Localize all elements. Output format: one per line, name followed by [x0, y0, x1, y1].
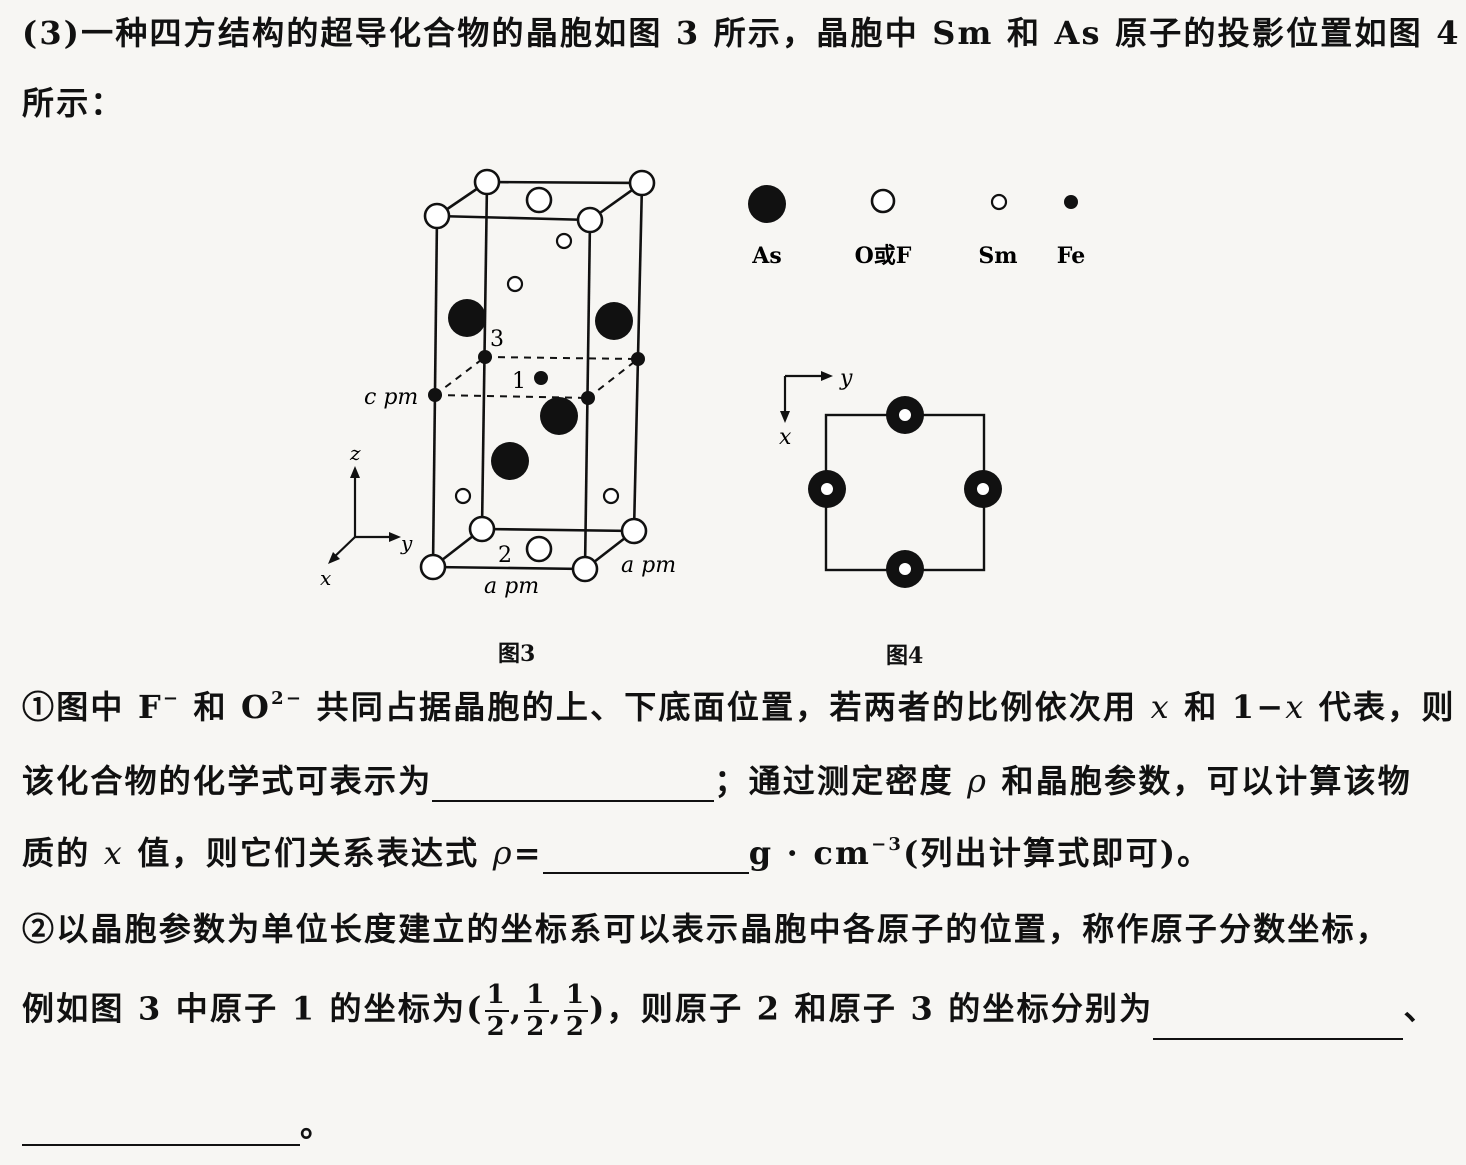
- o-f-atom: [423, 202, 451, 230]
- axis-x-label: x: [320, 566, 331, 590]
- o-f-atom: [473, 168, 501, 196]
- answer-blank-atom3[interactable]: [22, 1114, 300, 1146]
- o-f-atom: [576, 206, 604, 234]
- part1-line-3: 质的 x 值，则它们关系表达式 ρ=g · cm−3(列出计算式即可)。: [22, 834, 1212, 874]
- legend-as-label: As: [751, 243, 781, 269]
- label-c-pm: c pm: [364, 385, 418, 410]
- cell-edge: [432, 565, 586, 571]
- o-f-atom: [525, 535, 553, 563]
- fe-atom: [428, 388, 442, 402]
- label-a-pm-bottom: a pm: [484, 574, 539, 599]
- atom-label-1: 1: [512, 369, 526, 394]
- x-arrow-icon: [328, 552, 340, 564]
- as-atom: [448, 299, 486, 337]
- fe-atom: [581, 391, 595, 405]
- projection-square: [824, 413, 986, 572]
- atom-label-2: 2: [498, 543, 512, 568]
- legend-fe-label: Fe: [1057, 243, 1085, 269]
- mid-plane-edge: [587, 358, 639, 399]
- o-f-atom: [468, 515, 496, 543]
- legend-sm-label: Sm: [978, 243, 1017, 269]
- figure4-caption: 图4: [886, 643, 924, 669]
- sm-projection: [897, 407, 913, 423]
- part1-line-1: ①图中 F− 和 O2− 共同占据晶胞的上、下底面位置，若两者的比例依次用 x …: [22, 688, 1456, 726]
- fig4-axis-y-label: y: [839, 366, 853, 391]
- fe-atom-3: [478, 350, 492, 364]
- atom-label-3: 3: [490, 327, 504, 352]
- part2-line-3: 。: [22, 1100, 334, 1146]
- axis-z-label: z: [349, 441, 361, 465]
- sm-atom: [602, 487, 620, 505]
- fe-atom-1: [534, 371, 548, 385]
- answer-blank-density[interactable]: [542, 842, 749, 874]
- o-f-atom: [419, 553, 447, 581]
- axis-y-label: y: [400, 531, 413, 555]
- z-arrow-icon: [350, 466, 360, 478]
- mid-plane-edge: [484, 356, 639, 360]
- as-atom: [595, 302, 633, 340]
- question-line-2: 所示：: [22, 84, 125, 122]
- legend-of-icon: [870, 188, 896, 214]
- legend-as-icon: [748, 185, 786, 223]
- legend-sm-icon: [990, 193, 1008, 211]
- part1-line-2: 该化合物的化学式可表示为；通过测定密度 ρ 和晶胞参数，可以计算该物: [22, 762, 1412, 802]
- answer-blank-atom2[interactable]: [1153, 1008, 1404, 1040]
- fe-atom: [631, 352, 645, 366]
- legend-fe-icon: [1064, 195, 1078, 209]
- mid-plane-edge: [434, 394, 589, 399]
- sm-atom: [454, 487, 472, 505]
- mid-plane-edge: [434, 356, 486, 396]
- figure3-caption: 图3: [498, 641, 536, 667]
- o-f-atom: [628, 169, 656, 197]
- projection-atoms: [808, 396, 1002, 588]
- fig4-x-arrow-icon: [780, 411, 790, 423]
- o-f-atom: [620, 517, 648, 545]
- as-atom: [491, 442, 529, 480]
- as-atom: [540, 397, 578, 435]
- fig4-axis-x-label: x: [779, 425, 792, 450]
- part2-line-1: ②以晶胞参数为单位长度建立的坐标系可以表示晶胞中各原子的位置，称作原子分数坐标，: [22, 910, 1391, 948]
- sm-atom: [555, 232, 573, 250]
- cell-edge: [481, 527, 635, 533]
- answer-blank-formula[interactable]: [432, 770, 715, 802]
- sm-atom: [506, 275, 524, 293]
- question-line-1: (3)一种四方结构的超导化合物的晶胞如图 3 所示，晶胞中 Sm 和 As 原子…: [22, 14, 1461, 52]
- fig4-y-arrow-icon: [821, 371, 833, 381]
- sm-projection: [897, 561, 913, 577]
- o-f-atom: [571, 555, 599, 583]
- o-f-atom: [525, 186, 553, 214]
- cell-edge: [486, 180, 643, 185]
- cell-edge: [436, 214, 591, 222]
- sm-projection: [975, 481, 991, 497]
- figures-svg: 3 1 2 c pm a pm a pm z y x As O或F Sm Fe: [320, 168, 1085, 599]
- sm-projection: [819, 481, 835, 497]
- y-arrow-icon: [389, 532, 401, 542]
- label-a-pm-side: a pm: [621, 553, 676, 578]
- legend-of-label: O或F: [855, 243, 912, 269]
